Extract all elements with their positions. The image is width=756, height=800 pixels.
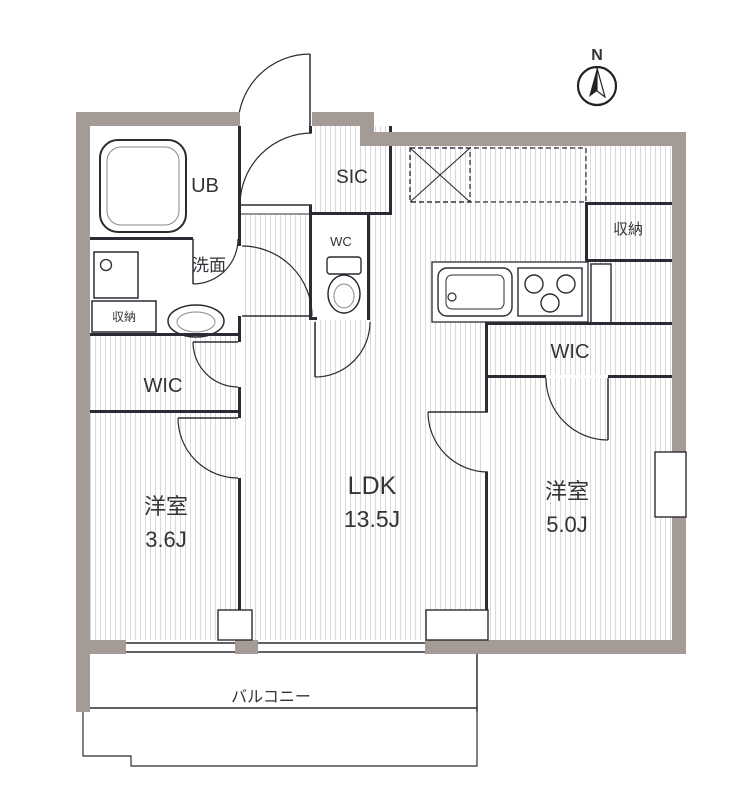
outer-walls — [76, 112, 686, 712]
wall-segment — [485, 472, 488, 640]
bedroom-right-label: 洋室 — [545, 479, 589, 504]
outer-wall-segment — [76, 112, 240, 126]
wall-segment — [585, 259, 672, 262]
drain-icon — [99, 258, 113, 272]
wall-segment — [90, 237, 193, 240]
wall-segment — [309, 205, 312, 320]
wall-segment — [488, 375, 546, 378]
burner-icon — [556, 274, 576, 294]
wall-segment — [585, 202, 672, 205]
bedroom-right-size: 5.0J — [546, 512, 588, 537]
wall-segment — [367, 215, 370, 320]
wall-segment — [309, 126, 312, 133]
bathtub-icon — [99, 139, 187, 233]
interior-walls — [90, 126, 672, 640]
unit-bath-label: UB — [191, 175, 219, 197]
frames — [217, 451, 687, 641]
wall-segment — [488, 322, 672, 325]
wic-left-label: WIC — [144, 375, 183, 397]
floor-areas — [90, 126, 672, 640]
bedroom-left-door-swing-icon — [177, 417, 239, 479]
storage-small-label: 収納 — [112, 310, 136, 324]
ldk-floor — [241, 320, 485, 640]
wall-segment — [485, 322, 488, 412]
compass-needle-left — [589, 68, 597, 97]
wall-segment — [309, 317, 317, 320]
balcony-label: バルコニー — [231, 689, 311, 706]
compass-needle-right — [596, 67, 607, 99]
labels: N UB 洗面 収納 WIC 洋室 3.6J SIC WC LDK 13.5J … — [112, 47, 643, 706]
bathtub-inner-icon — [106, 146, 180, 226]
bedroom-left-label: 洋室 — [144, 494, 188, 519]
faucet-icon — [447, 292, 457, 302]
entrance-door-swing-icon — [237, 53, 311, 127]
balcony — [82, 654, 478, 767]
outer-wall-segment — [312, 112, 374, 126]
ldk-label: LDK — [348, 472, 397, 500]
wall-segment — [238, 126, 241, 246]
wall-segment — [90, 410, 241, 413]
stove-icon — [517, 267, 583, 317]
doors — [177, 53, 609, 479]
storage-small-box — [91, 300, 157, 333]
outer-wall-segment — [672, 132, 686, 452]
sic-label: SIC — [336, 167, 368, 188]
outer-wall-segment — [76, 112, 90, 712]
wc-door-swing-icon — [314, 321, 371, 378]
wall-segment — [608, 375, 672, 378]
wall-segment — [238, 478, 241, 640]
outer-wall-segment — [360, 132, 686, 146]
ldk-size: 13.5J — [344, 506, 400, 532]
north-label: N — [591, 47, 603, 64]
hallway-floor — [241, 215, 309, 320]
washroom-door-swing-icon — [241, 245, 313, 317]
bedroom-right-door-swing-icon — [427, 411, 489, 473]
kitchen-sink-basin-icon — [445, 274, 505, 310]
wall-segment — [238, 387, 241, 418]
north-arrow-icon — [576, 65, 618, 107]
refrigerator-space-icon — [409, 147, 471, 203]
kitchen-sink-icon — [437, 267, 513, 317]
wall-segment — [585, 202, 588, 262]
sic-door-swing-icon — [239, 132, 313, 206]
toilet-tank-icon — [326, 256, 362, 275]
toilet-bowl-icon — [327, 274, 361, 314]
outer-wall-segment — [425, 640, 672, 654]
wic-left-floor — [90, 336, 238, 410]
wash-basin-inner-icon — [176, 311, 216, 333]
sash-box — [217, 609, 253, 641]
wall-segment — [90, 333, 241, 336]
wic-right-door-swing-icon — [545, 377, 609, 441]
washing-machine-pan-icon — [93, 251, 139, 299]
bedroom-left-floor — [90, 413, 238, 640]
storage-right-label: 収納 — [613, 221, 643, 238]
wc-label: WC — [330, 234, 352, 249]
wall-segment — [389, 126, 392, 215]
bath-door-swing-icon — [192, 238, 239, 285]
outer-wall-segment — [672, 517, 686, 654]
fixtures — [91, 139, 612, 338]
wic-right-floor — [488, 325, 672, 375]
windows — [126, 642, 425, 653]
kitchen-floor-notch — [370, 215, 392, 322]
pipe-space-box — [590, 263, 612, 325]
sash-box — [425, 609, 489, 641]
outer-wall-segment — [235, 640, 258, 654]
burner-icon — [524, 274, 544, 294]
wall-segment — [312, 212, 392, 215]
bedroom-right-floor — [488, 378, 672, 640]
wic-left-door-swing-icon — [192, 341, 239, 388]
outer-wall-segment — [90, 640, 126, 654]
refrigerator-cross-icon — [409, 147, 471, 203]
washroom-label: 洗面 — [192, 256, 226, 275]
side-bay-box — [654, 451, 687, 518]
building-edge-line — [82, 712, 478, 767]
wall-segment — [238, 316, 241, 342]
wic-right-label: WIC — [551, 341, 590, 363]
burner-icon — [540, 293, 560, 313]
bedroom-left-size: 3.6J — [145, 527, 187, 552]
toilet-bowl-inner-icon — [333, 283, 355, 309]
